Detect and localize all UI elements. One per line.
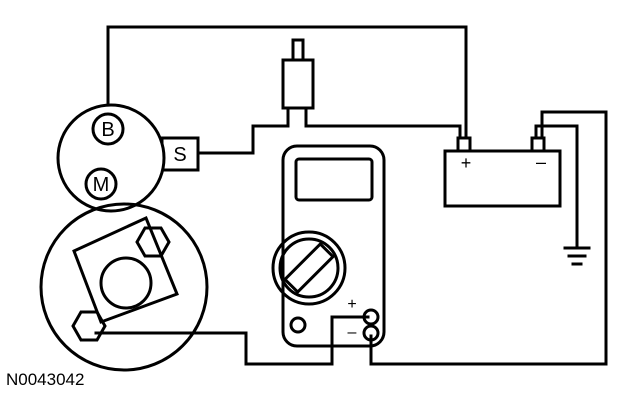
mounting-bracket [72, 215, 179, 324]
wire-battery-negative-to-ground [534, 124, 579, 250]
starter-motor-body [39, 202, 209, 372]
starter-solenoid [56, 103, 200, 213]
upper-bolt-hex [135, 226, 171, 258]
meter-negative-jack [362, 324, 380, 342]
b-terminal [91, 112, 125, 146]
battery-positive-post [456, 136, 472, 153]
battery [443, 136, 562, 208]
wire-s-to-switch [196, 106, 290, 155]
battery-negative-post [530, 136, 546, 153]
solenoid-body [56, 103, 166, 213]
remote-starter-switch [281, 38, 315, 110]
ground-icon [563, 246, 591, 266]
multimeter-body [281, 144, 386, 348]
battery-positive-label: + [461, 153, 472, 173]
meter-negative-label: – [348, 324, 357, 341]
m-terminal-label: M [93, 174, 110, 196]
wire-switch-to-battery-positive [304, 106, 462, 140]
starter-shaft [99, 256, 153, 310]
wire-starter-to-meter [94, 315, 370, 366]
battery-case [443, 149, 562, 208]
meter-positive-label: + [347, 296, 356, 313]
wire-b-to-battery-positive [106, 25, 468, 140]
s-terminal-label: S [173, 144, 186, 166]
figure-id: N0043042 [6, 370, 85, 389]
multimeter-com-jack [289, 316, 307, 334]
lower-bolt-hex [71, 310, 107, 342]
m-terminal [84, 167, 118, 201]
selector-dial-inner [278, 237, 340, 299]
battery-negative-label: – [536, 152, 546, 172]
wire-battery-negative-to-meter [369, 110, 608, 366]
meter-positive-jack [362, 308, 380, 326]
selector-knob[interactable] [282, 241, 336, 295]
selector-dial [271, 230, 347, 306]
multimeter [271, 144, 386, 348]
b-terminal-label: B [101, 119, 114, 141]
multimeter-display [294, 157, 374, 202]
starter-motor [39, 202, 209, 372]
